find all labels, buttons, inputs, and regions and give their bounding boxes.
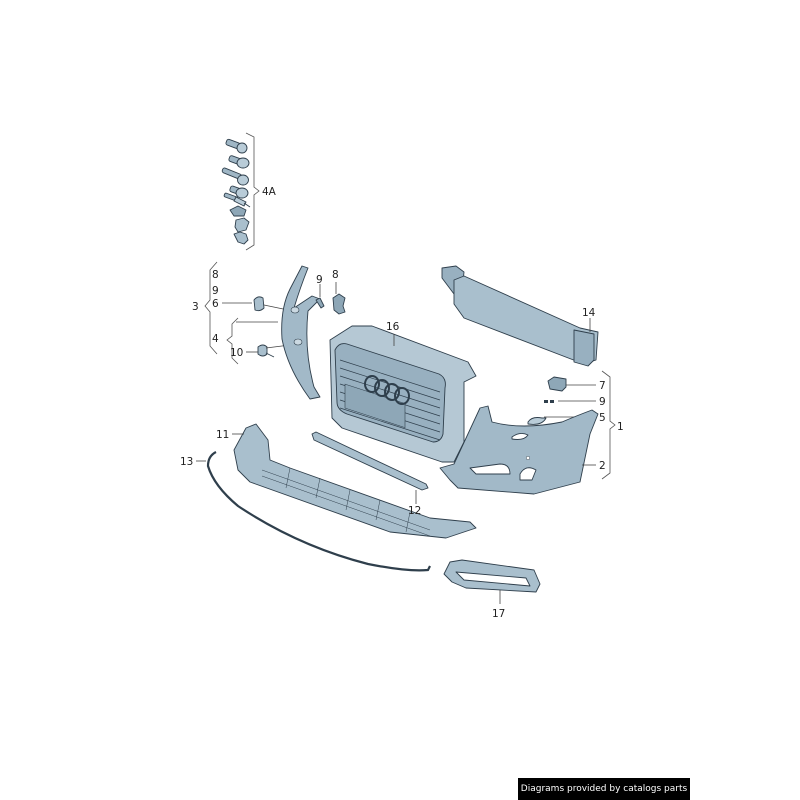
callout-13: 13 <box>180 456 193 468</box>
brace-4 <box>226 317 239 365</box>
tow-hook-cover[interactable] <box>527 417 547 425</box>
callout-2: 2 <box>599 460 606 472</box>
impact-absorber[interactable] <box>441 265 599 367</box>
spring-clip[interactable] <box>315 297 325 309</box>
callout-10: 10 <box>230 347 243 359</box>
cap-upper[interactable] <box>253 296 265 312</box>
callout-5: 5 <box>599 412 606 424</box>
side-bracket[interactable] <box>281 265 321 400</box>
callout-11: 11 <box>216 429 229 441</box>
brace-1 <box>601 370 616 480</box>
callout-1: 1 <box>617 421 624 433</box>
fastener-set[interactable] <box>221 138 251 245</box>
callout-12: 12 <box>408 505 421 517</box>
callout-9-bumper: 9 <box>599 396 606 408</box>
clips[interactable] <box>544 400 554 403</box>
callout-9-clip: 9 <box>316 274 323 286</box>
grille-trim[interactable] <box>311 431 429 491</box>
callout-16: 16 <box>386 321 400 333</box>
callout-8-left: 8 <box>212 269 219 281</box>
callout-7: 7 <box>599 380 606 392</box>
bumper-cover[interactable] <box>439 405 599 495</box>
callout-9-left: 9 <box>212 285 219 297</box>
callout-14: 14 <box>582 307 596 319</box>
clip-bracket[interactable] <box>332 293 346 315</box>
trim-strip[interactable] <box>206 451 431 572</box>
credit-footer: Diagrams provided by catalogs parts <box>518 778 690 800</box>
callout-8-clip: 8 <box>332 269 339 281</box>
callout-3: 3 <box>192 301 199 313</box>
callout-4: 4 <box>212 333 219 345</box>
radiator-grille[interactable] <box>329 325 477 463</box>
mount[interactable] <box>547 376 567 392</box>
lower-deflector[interactable] <box>233 423 477 539</box>
cap-lower[interactable] <box>257 344 268 357</box>
fog-light-grille[interactable] <box>443 559 541 593</box>
callout-4A: 4A <box>262 186 277 198</box>
brace-4a <box>245 132 260 251</box>
callout-6: 6 <box>212 298 219 310</box>
callout-17: 17 <box>492 608 505 620</box>
brace-3 <box>204 261 218 355</box>
